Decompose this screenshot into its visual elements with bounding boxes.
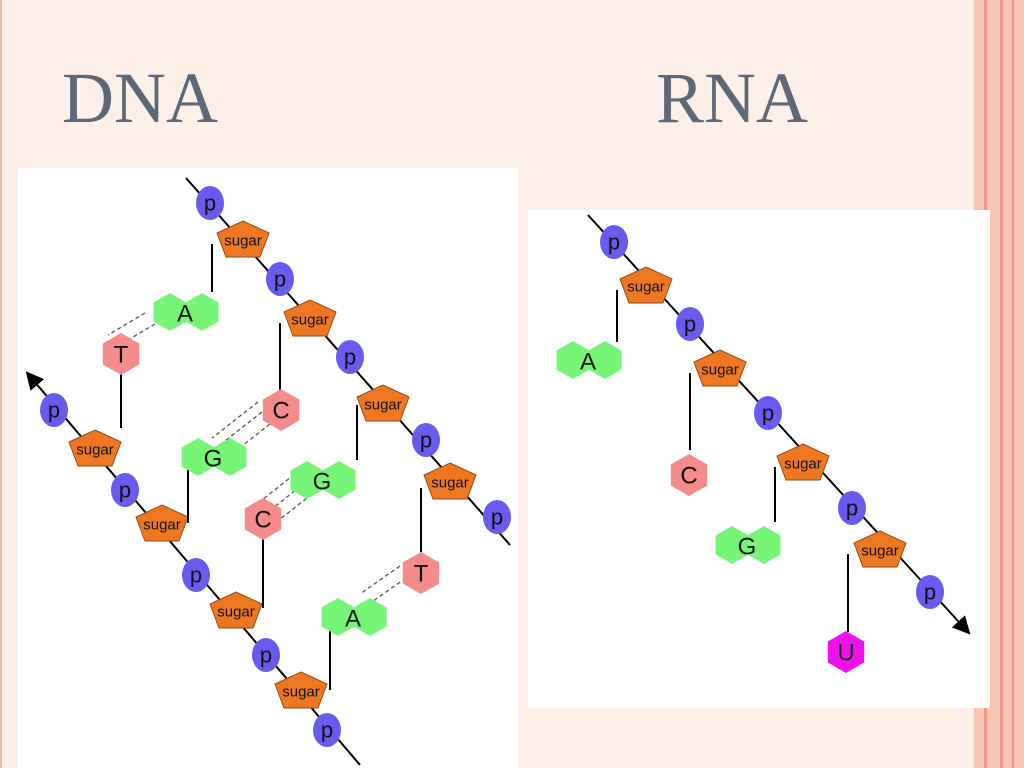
slide-border-left [0, 0, 2, 768]
phosphate-label: p [684, 312, 696, 337]
dna-base-g-ring [213, 438, 247, 476]
sugar-group [283, 299, 337, 337]
phosphate-group [313, 713, 341, 747]
sugar-label: sugar [291, 312, 329, 329]
phosphate-label: p [420, 428, 432, 453]
phosphate-label: p [846, 496, 858, 521]
dna-base-a-label: A [345, 606, 361, 633]
rna-base-c-ring [670, 454, 708, 496]
phosphate-label: p [608, 230, 620, 255]
phosphate-group [412, 423, 440, 457]
hydrogen-bond [223, 423, 271, 461]
phosphate-label: p [274, 267, 286, 292]
dna-base-t-label: T [114, 342, 129, 369]
rna-base-a-label: A [580, 349, 596, 376]
phosphate-label: p [204, 191, 216, 216]
dna-base-c-ring [244, 498, 282, 540]
hydrogen-bond [107, 312, 146, 336]
rna-base-u-label: U [837, 640, 854, 667]
sugar-group [209, 591, 263, 629]
hydrogen-bond [211, 401, 259, 439]
phosphate-label: p [48, 398, 60, 423]
dna-base-g-ring [181, 438, 215, 476]
dna-base-c-label: C [254, 507, 271, 534]
dna-base-g-ring [290, 461, 324, 499]
sugar-group [356, 384, 410, 422]
phosphate-label: p [924, 580, 936, 605]
dna-base-a-ring [353, 598, 387, 636]
rna-base-g-ring [747, 526, 781, 564]
rna-base-u-ring [827, 631, 865, 673]
hydrogen-bond [273, 493, 313, 525]
dna-base-c-label: C [272, 398, 289, 425]
sugar-group [693, 349, 747, 387]
phosphate-group [916, 575, 944, 609]
dna-base-c-ring [262, 389, 300, 431]
rna-base-c-label: C [680, 463, 697, 490]
sugar-group [216, 220, 270, 258]
sugar-group [423, 462, 477, 500]
phosphate-group [252, 638, 280, 672]
hydrogen-bond [215, 411, 263, 449]
dna-base-g-label: G [313, 469, 332, 496]
phosphate-group [676, 307, 704, 341]
dna-base-g-ring [322, 461, 356, 499]
slide-border-line [1000, 0, 1003, 768]
sugar-label: sugar [217, 604, 255, 621]
phosphate-group [754, 396, 782, 430]
dna-base-g-label: G [204, 446, 223, 473]
slide-border-line [1012, 0, 1014, 768]
phosphate-label: p [260, 643, 272, 668]
sugar-group [68, 429, 122, 467]
dna-base-a-ring [321, 598, 355, 636]
dna-base-a-ring [185, 293, 219, 331]
sugar-group [853, 530, 907, 568]
phosphate-group [838, 491, 866, 525]
sugar-label: sugar [143, 517, 181, 534]
sugar-group [619, 266, 673, 304]
dna-title: DNA [62, 58, 218, 138]
sugar-label: sugar [861, 543, 899, 560]
phosphate-label: p [190, 563, 202, 588]
rna-base-a-ring [588, 341, 622, 379]
sugar-label: sugar [627, 279, 665, 296]
rna-panel [528, 210, 990, 708]
dna-base-t-label: T [414, 561, 429, 588]
sugar-group [135, 504, 189, 542]
sugar-label: sugar [282, 684, 320, 701]
sugar-group [776, 443, 830, 481]
phosphate-group [483, 500, 511, 534]
sugar-label: sugar [431, 475, 469, 492]
sugar-label: sugar [784, 456, 822, 473]
sugar-label: sugar [224, 233, 262, 250]
sugar-label: sugar [701, 362, 739, 379]
phosphate-group [111, 473, 139, 507]
sugar-label: sugar [76, 442, 114, 459]
rna-base-g-ring [715, 526, 749, 564]
phosphate-label: p [762, 401, 774, 426]
sugar-label: sugar [364, 397, 402, 414]
phosphate-group [40, 393, 68, 427]
dna-base-t-ring [102, 333, 140, 375]
dna-base-t-ring [402, 552, 440, 594]
phosphate-label: p [321, 718, 333, 743]
phosphate-label: p [344, 345, 356, 370]
phosphate-group [336, 340, 364, 374]
phosphate-group [266, 262, 294, 296]
hydrogen-bond [359, 565, 401, 595]
phosphate-label: p [491, 505, 503, 530]
rna-base-g-label: G [738, 534, 757, 561]
sugar-group [274, 671, 328, 709]
phosphate-label: p [119, 478, 131, 503]
phosphate-group [600, 225, 628, 259]
dna-base-a-label: A [177, 301, 193, 328]
rna-title: RNA [656, 58, 809, 138]
hydrogen-bond [365, 577, 407, 607]
phosphate-group [196, 186, 224, 220]
rna-base-a-ring [556, 341, 590, 379]
dna-base-a-ring [153, 293, 187, 331]
phosphate-group [182, 558, 210, 592]
